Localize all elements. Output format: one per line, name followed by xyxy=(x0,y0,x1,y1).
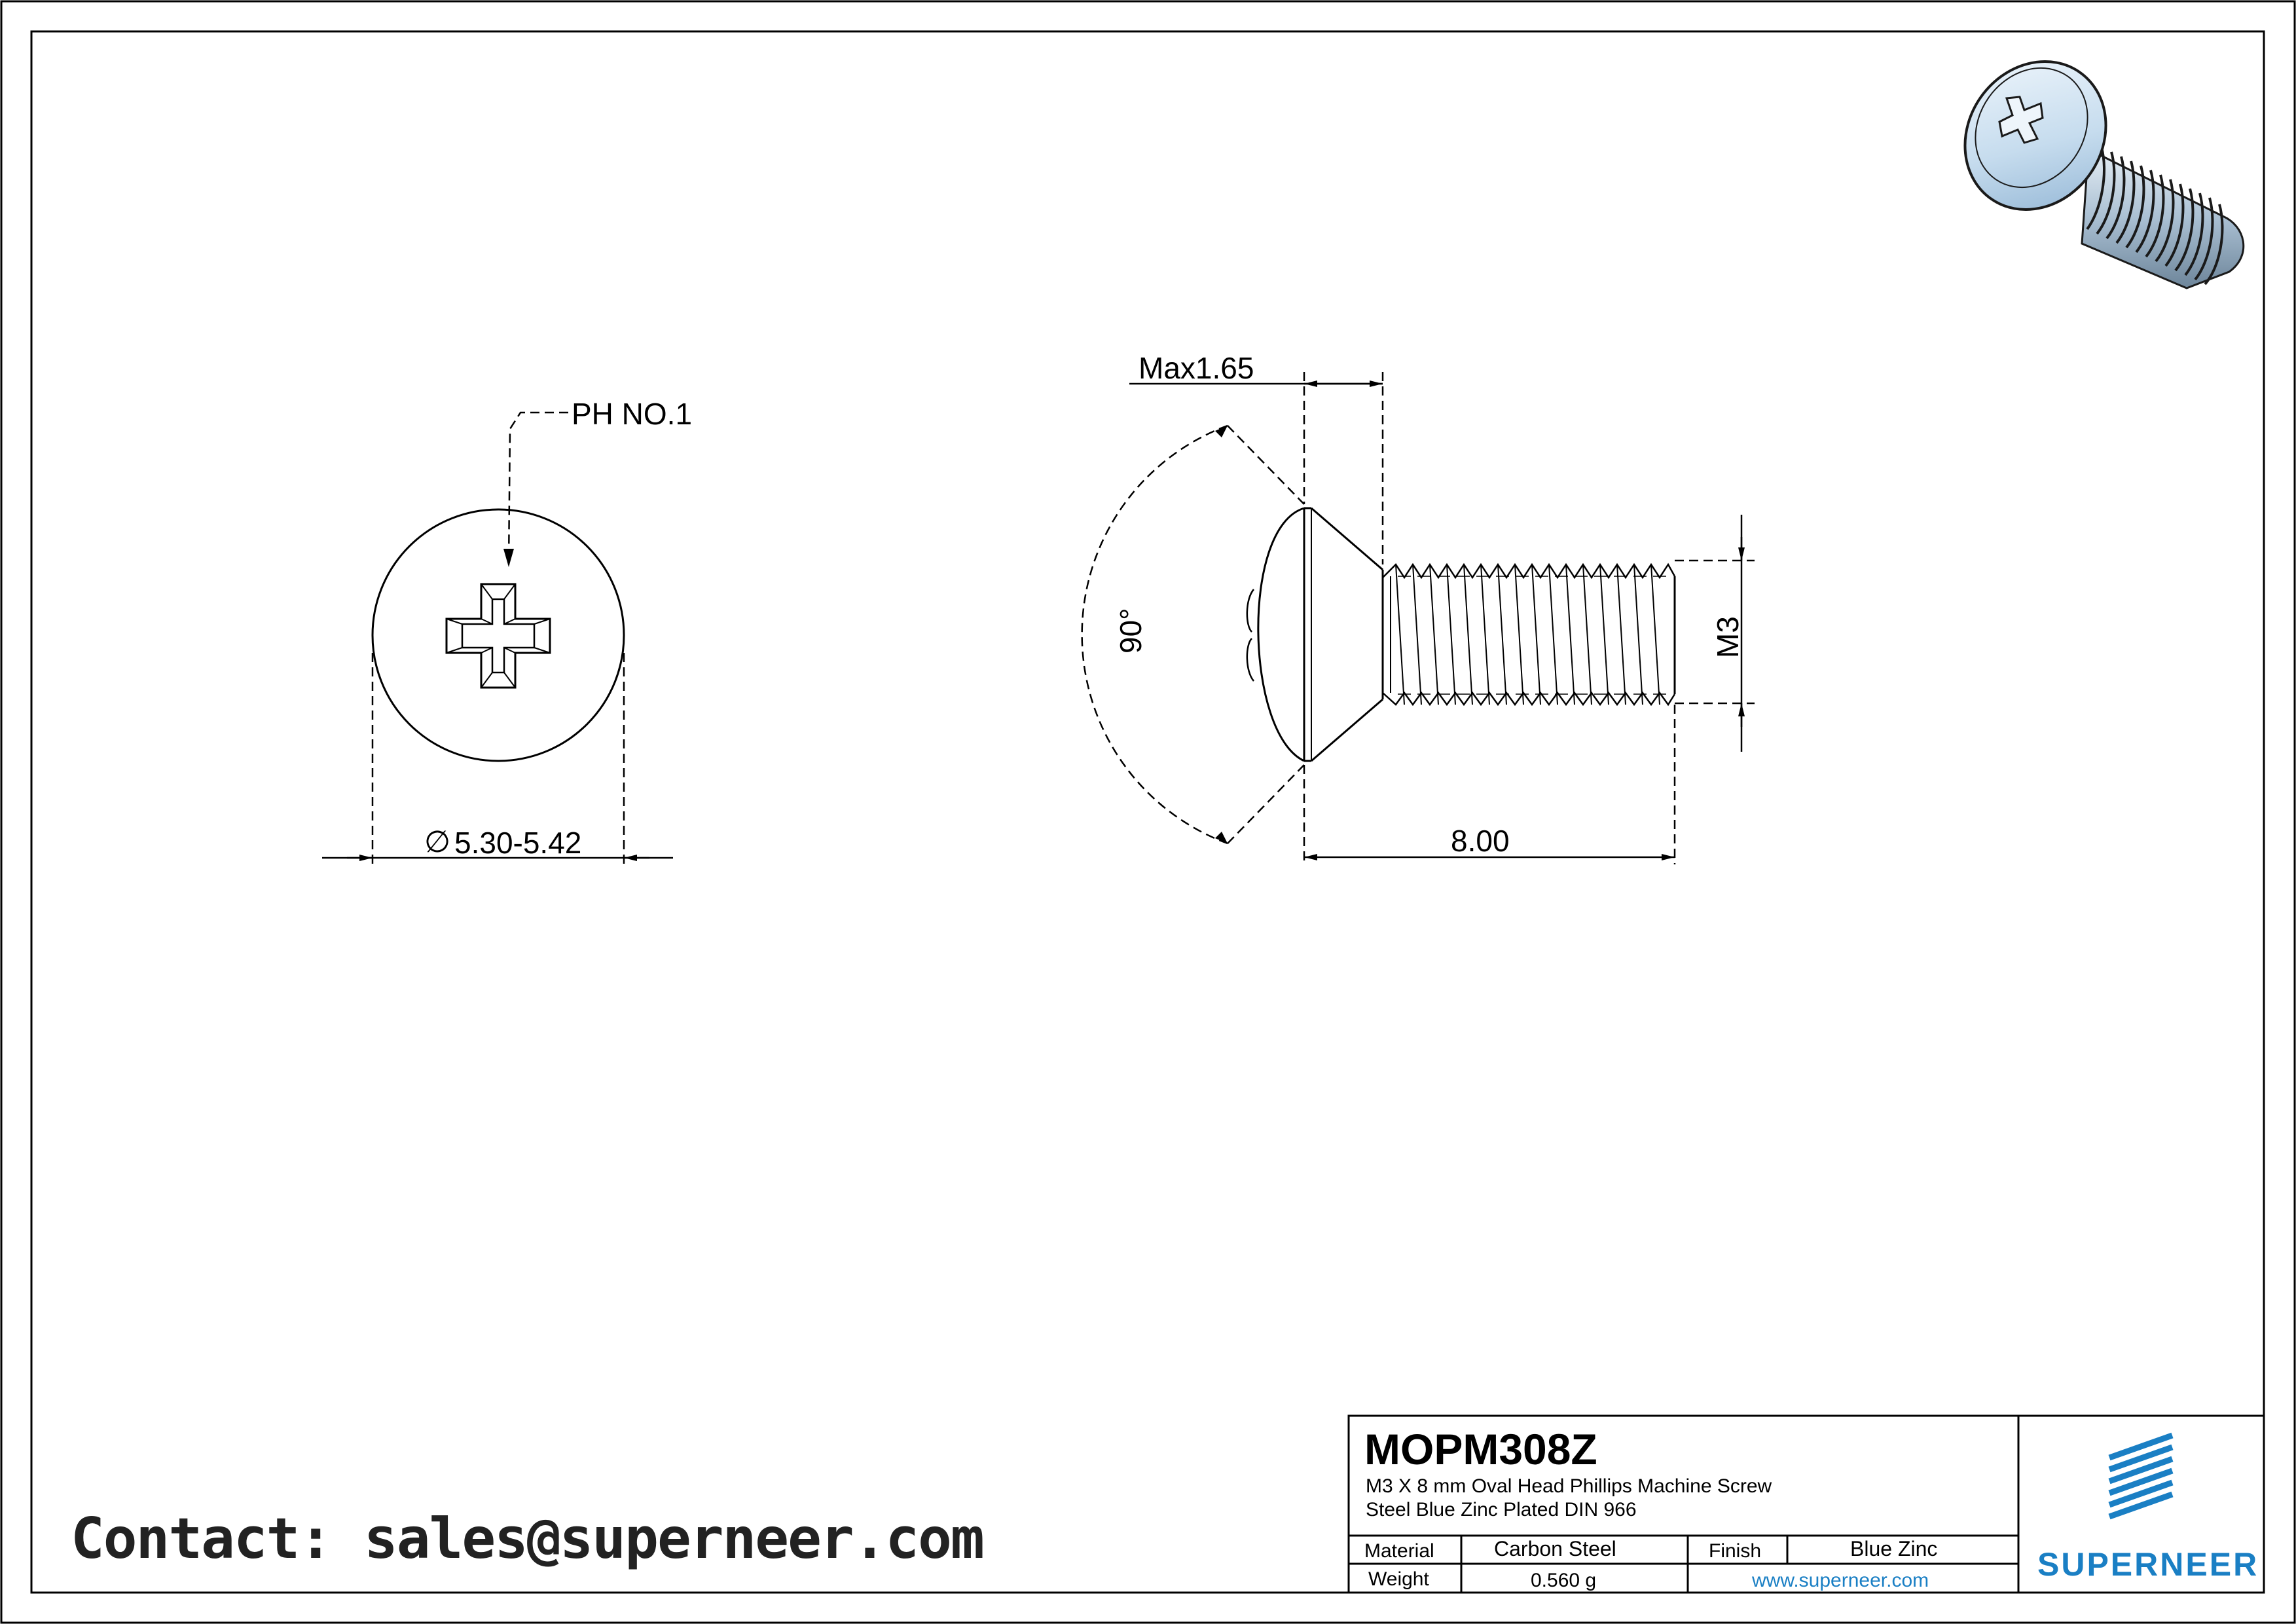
part-number: MOPM308Z xyxy=(1364,1425,1597,1473)
drive-leader-line xyxy=(507,411,568,565)
head-angle-dim-label: 90° xyxy=(1114,608,1148,654)
weight-value: 0.560 g xyxy=(1531,1570,1596,1591)
description-line-2: Steel Blue Zinc Plated DIN 966 xyxy=(1366,1499,1637,1521)
phillips-recess-inner xyxy=(461,598,536,674)
inner-frame xyxy=(30,30,2265,1594)
finish-value: Blue Zinc xyxy=(1850,1537,1937,1560)
brand-name: SUPERNEER xyxy=(2037,1546,2259,1583)
brand-logo-icon xyxy=(2108,1432,2174,1520)
angle-dim-arc xyxy=(1081,424,1228,845)
finish-label: Finish xyxy=(1709,1540,1761,1562)
side-view xyxy=(1081,372,1755,864)
description-line-1: M3 X 8 mm Oval Head Phillips Machine Scr… xyxy=(1366,1475,1772,1497)
top-view xyxy=(322,411,673,866)
head-outline xyxy=(371,508,625,762)
length-dim-label: 8.00 xyxy=(1451,824,1510,858)
website-link[interactable]: www.superneer.com xyxy=(1751,1570,1929,1591)
material-label: Material xyxy=(1364,1540,1434,1562)
title-block xyxy=(1347,1414,2265,1594)
drive-callout-label: PH NO.1 xyxy=(572,397,692,431)
weight-label: Weight xyxy=(1368,1568,1429,1590)
thread-profile-top xyxy=(1382,563,1676,580)
thread-size-dim-label: M3 xyxy=(1711,616,1745,658)
head-height-dim-label: Max1.65 xyxy=(1139,351,1254,385)
drive-leader-arrow xyxy=(503,549,514,567)
material-value: Carbon Steel xyxy=(1494,1537,1616,1560)
diameter-value: 5.30-5.42 xyxy=(454,826,581,860)
contact-email[interactable]: Contact: sales@superneer.com xyxy=(71,1506,985,1572)
oval-head-outline xyxy=(1257,507,1305,762)
diameter-symbol: ∅ xyxy=(424,824,450,858)
thread-profile-bottom xyxy=(1382,691,1676,707)
screw-3d-render-icon xyxy=(1963,60,2245,289)
